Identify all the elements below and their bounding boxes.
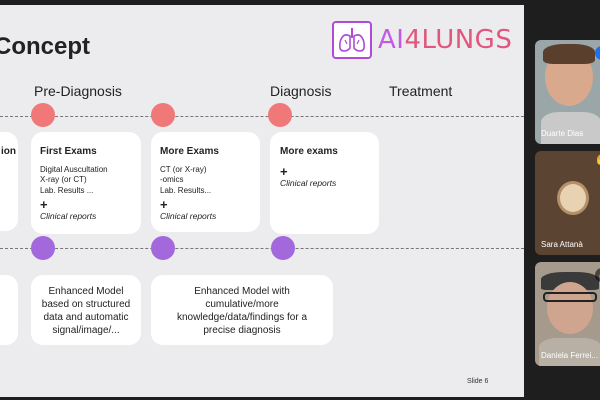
card-title: More Exams — [160, 146, 219, 157]
participant-shirt — [539, 338, 600, 366]
phase-pre-diagnosis: Pre-Diagnosis — [34, 83, 122, 99]
model-dot-3 — [271, 236, 295, 260]
card-line: Lab. Results... — [160, 185, 212, 195]
timeline-dot-1 — [31, 103, 55, 127]
bottom-card-previous — [0, 275, 18, 345]
plus-sign: + — [40, 197, 48, 213]
participant-hair — [543, 44, 595, 64]
card-title: First Exams — [40, 146, 97, 157]
card-line: Lab. Results ... — [40, 185, 94, 195]
timeline-dot-2 — [151, 103, 175, 127]
logo-text-lungs: LUNGS — [421, 25, 513, 55]
card-line: -omics — [160, 175, 184, 185]
logo-text-ai: AI — [378, 25, 405, 55]
bottom-card-enhanced-model-diagnosis: Enhanced Model with cumulative/more know… — [151, 275, 333, 345]
card-more-exams: More Exams CT (or X-ray) -omics Lab. Res… — [151, 132, 260, 232]
card-italic: Clinical reports — [280, 178, 337, 188]
plus-sign: + — [160, 197, 168, 213]
plus-sign: + — [280, 164, 288, 179]
slide-title: Concept — [0, 33, 90, 60]
participant-tile-1[interactable]: Duarte Dias — [535, 40, 600, 144]
card-first-exams: First Exams Digital Auscultation X-ray (… — [31, 132, 141, 234]
raised-hand-icon: ✋ — [595, 155, 600, 166]
presentation-slide: Concept AI4LUNGS Pre-Diagnosis Diagnosis… — [0, 5, 524, 397]
bottom-card-enhanced-model: Enhanced Model based on structured data … — [31, 275, 141, 345]
logo-text: AI4LUNGS — [378, 25, 512, 55]
card-more-exams-diagnosis: More exams + Clinical reports — [270, 132, 379, 234]
ai4lungs-logo: AI4LUNGS — [332, 21, 512, 59]
card-title: ion — [1, 146, 16, 157]
glasses-icon — [543, 292, 597, 302]
participant-avatar — [557, 181, 589, 215]
card-title: More exams — [280, 146, 338, 157]
logo-text-4: 4 — [404, 25, 422, 55]
participant-hair — [541, 272, 599, 290]
bottom-timeline — [0, 248, 524, 249]
slide-number: Slide 6 — [467, 378, 489, 385]
participant-shirt — [541, 112, 600, 144]
card-previous: ion — [0, 132, 18, 231]
card-italic: Clinical reports — [160, 211, 217, 222]
top-timeline — [0, 116, 524, 117]
speaking-indicator-icon — [595, 46, 600, 60]
card-italic: Clinical reports — [40, 211, 97, 222]
lungs-icon — [332, 21, 372, 59]
timeline-dot-3 — [268, 103, 292, 127]
participant-tile-2[interactable]: ✋ Sara Attanà — [535, 151, 600, 255]
card-line: X-ray (or CT) — [40, 175, 87, 185]
model-dot-1 — [31, 236, 55, 260]
card-line: CT (or X-ray) — [160, 165, 207, 174]
participant-video — [547, 282, 593, 334]
participant-name: Sara Attanà — [541, 240, 583, 249]
participant-name: Duarte Dias — [541, 129, 584, 138]
participant-name: Daniela Ferrei... — [541, 351, 598, 360]
phase-treatment: Treatment — [389, 83, 453, 99]
model-dot-2 — [151, 236, 175, 260]
card-line: Digital Auscultation — [40, 165, 108, 174]
participant-tile-3[interactable]: ⌀ Daniela Ferrei... — [535, 262, 600, 366]
phase-diagnosis: Diagnosis — [270, 83, 332, 99]
